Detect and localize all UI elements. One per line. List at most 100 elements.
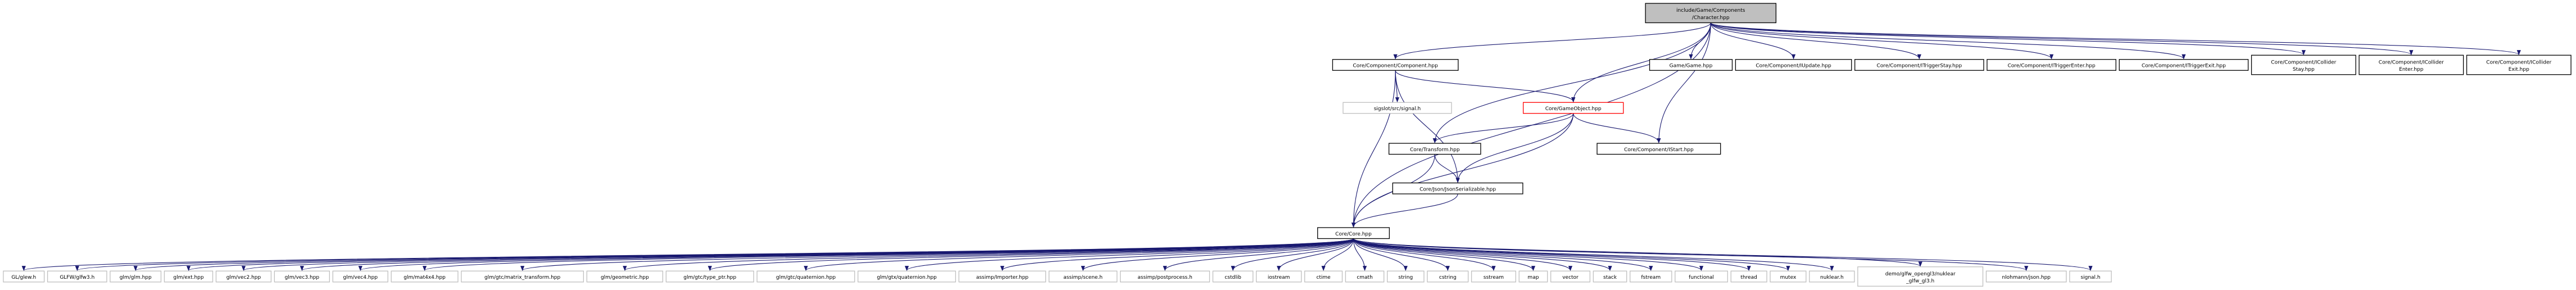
edge-core-to-l6 xyxy=(359,238,1354,271)
node-l5[interactable]: glm/vec3.hpp xyxy=(274,270,330,283)
node-l6[interactable]: glm/vec4.hpp xyxy=(332,270,388,283)
node-component-box xyxy=(1332,59,1459,71)
node-l2[interactable]: glm/glm.hpp xyxy=(110,270,162,283)
node-l13[interactable]: assimp/Importer.hpp xyxy=(958,270,1046,283)
node-l29-box xyxy=(1770,270,1807,283)
node-json-label-0: Core/Json/JsonSerializable.hpp xyxy=(1419,187,1496,192)
node-core-box xyxy=(1317,227,1390,239)
node-l22[interactable]: sstream xyxy=(1471,270,1516,283)
node-l4-box xyxy=(215,270,272,283)
edge-core-to-l21 xyxy=(1353,238,1450,271)
node-l7[interactable]: glm/mat4x4.hpp xyxy=(391,270,459,283)
node-l2-label-0: glm/glm.hpp xyxy=(120,275,152,280)
node-l25[interactable]: stack xyxy=(1593,270,1627,283)
node-itriggerexit-box xyxy=(2119,59,2249,71)
node-l14[interactable]: assimp/scene.h xyxy=(1049,270,1118,283)
edge-root-to-istart xyxy=(1657,22,1711,143)
node-l6-box xyxy=(332,270,388,283)
node-l33[interactable]: signal.h xyxy=(2069,270,2112,283)
node-l28[interactable]: thread xyxy=(1730,270,1767,283)
node-l33-box xyxy=(2069,270,2112,283)
node-l9[interactable]: glm/geometric.hpp xyxy=(586,270,664,283)
edge-root-to-icolliderenter xyxy=(1710,22,2414,56)
edge-core-to-l23 xyxy=(1353,238,1535,271)
node-l11-box xyxy=(756,270,855,283)
node-l17[interactable]: iostream xyxy=(1255,270,1302,283)
node-l12[interactable]: glm/gtx/quaternion.hpp xyxy=(858,270,956,283)
node-l32[interactable]: nlohmann/json.hpp xyxy=(1985,270,2067,283)
node-l10[interactable]: glm/gtc/type_ptr.hpp xyxy=(665,270,754,283)
node-iupdate-label-0: Core/Component/IUpdate.hpp xyxy=(1756,64,1831,69)
node-json[interactable]: Core/Json/JsonSerializable.hpp xyxy=(1392,182,1523,194)
node-l23-label-0: map xyxy=(1527,275,1539,280)
node-l12-label-0: glm/gtx/quaternion.hpp xyxy=(877,275,937,280)
node-l4[interactable]: glm/vec2.hpp xyxy=(215,270,272,283)
node-l18-box xyxy=(1304,270,1343,283)
node-l30[interactable]: nuklear.h xyxy=(1809,270,1855,283)
node-l15-label-0: assimp/postprocess.h xyxy=(1137,275,1192,280)
node-l1[interactable]: GLFW/glfw3.h xyxy=(47,270,107,283)
node-l27[interactable]: functional xyxy=(1675,270,1728,283)
node-l21[interactable]: cstring xyxy=(1427,270,1469,283)
node-icolliderexit-label-1: Exit.hpp xyxy=(2509,67,2529,72)
node-l15[interactable]: assimp/postprocess.h xyxy=(1119,270,1210,283)
node-l23[interactable]: map xyxy=(1518,270,1548,283)
node-l3-box xyxy=(164,270,214,283)
node-l5-box xyxy=(274,270,330,283)
node-l11[interactable]: glm/gtc/quaternion.hpp xyxy=(756,270,855,283)
node-sigslot-box xyxy=(1343,102,1452,114)
node-l3[interactable]: glm/ext.hpp xyxy=(164,270,214,283)
node-itriggerenter-label-0: Core/Component/ITriggerEnter.hpp xyxy=(2008,64,2096,69)
node-l26[interactable]: fstream xyxy=(1629,270,1672,283)
node-root-box xyxy=(1645,3,1777,24)
node-game[interactable]: Game/Game.hpp xyxy=(1649,59,1733,71)
edge-root-to-icolliderstay xyxy=(1710,22,2306,56)
edge-root-to-icolliderexit xyxy=(1710,22,2521,56)
node-transform[interactable]: Core/Transform.hpp xyxy=(1388,143,1481,155)
node-l18[interactable]: ctime xyxy=(1304,270,1343,283)
node-gameobject-label-0: Core/GameObject.hpp xyxy=(1545,106,1602,112)
node-l25-label-0: stack xyxy=(1603,275,1617,280)
node-l32-label-0: nlohmann/json.hpp xyxy=(2002,275,2051,280)
node-l12-box xyxy=(858,270,956,283)
edge-core-to-l9 xyxy=(623,238,1354,271)
node-l8[interactable]: glm/gtc/matrix_transform.hpp xyxy=(461,270,584,283)
edge-root-to-itriggerstay xyxy=(1710,22,1921,60)
node-l7-box xyxy=(391,270,459,283)
node-l31[interactable]: demo/glfw_opengl3/nuklear_glfw_gl3.h xyxy=(1857,266,1984,287)
edge-core-to-l10 xyxy=(708,238,1354,271)
node-l0[interactable]: GL/glew.h xyxy=(3,270,45,283)
node-l31-label-1: _glfw_gl3.h xyxy=(1906,279,1934,284)
edge-core-to-l19 xyxy=(1353,238,1367,271)
node-l21-box xyxy=(1427,270,1469,283)
node-icolliderexit-label-0: Core/Component/ICollider xyxy=(2486,60,2551,65)
node-gameobject[interactable]: Core/GameObject.hpp xyxy=(1522,102,1624,114)
node-l29-label-0: mutex xyxy=(1780,275,1797,280)
node-l1-box xyxy=(47,270,107,283)
node-itriggerenter[interactable]: Core/Component/ITriggerEnter.hpp xyxy=(1987,59,2116,71)
node-l31-box xyxy=(1857,266,1984,287)
node-component[interactable]: Core/Component/Component.hpp xyxy=(1332,59,1459,71)
node-l32-box xyxy=(1985,270,2067,283)
node-l10-box xyxy=(665,270,754,283)
node-l24[interactable]: vector xyxy=(1550,270,1591,283)
node-l20[interactable]: string xyxy=(1387,270,1425,283)
edge-core-to-l25 xyxy=(1353,238,1612,271)
node-core[interactable]: Core/Core.hpp xyxy=(1317,227,1390,239)
node-itriggerstay[interactable]: Core/Component/ITriggerStay.hpp xyxy=(1854,59,1984,71)
node-istart[interactable]: Core/Component/IStart.hpp xyxy=(1597,143,1721,155)
node-icolliderenter-box xyxy=(2359,55,2464,75)
node-l3-label-0: glm/ext.hpp xyxy=(173,275,204,280)
node-itriggerexit[interactable]: Core/Component/ITriggerExit.hpp xyxy=(2119,59,2249,71)
node-iupdate[interactable]: Core/Component/IUpdate.hpp xyxy=(1735,59,1852,71)
node-l26-label-0: fstream xyxy=(1641,275,1661,280)
node-l16[interactable]: cstdlib xyxy=(1212,270,1254,283)
node-l19[interactable]: cmath xyxy=(1345,270,1385,283)
node-sigslot[interactable]: sigslot/src/signal.h xyxy=(1343,102,1452,114)
edge-json-to-core xyxy=(1351,193,1458,228)
node-l29[interactable]: mutex xyxy=(1770,270,1807,283)
